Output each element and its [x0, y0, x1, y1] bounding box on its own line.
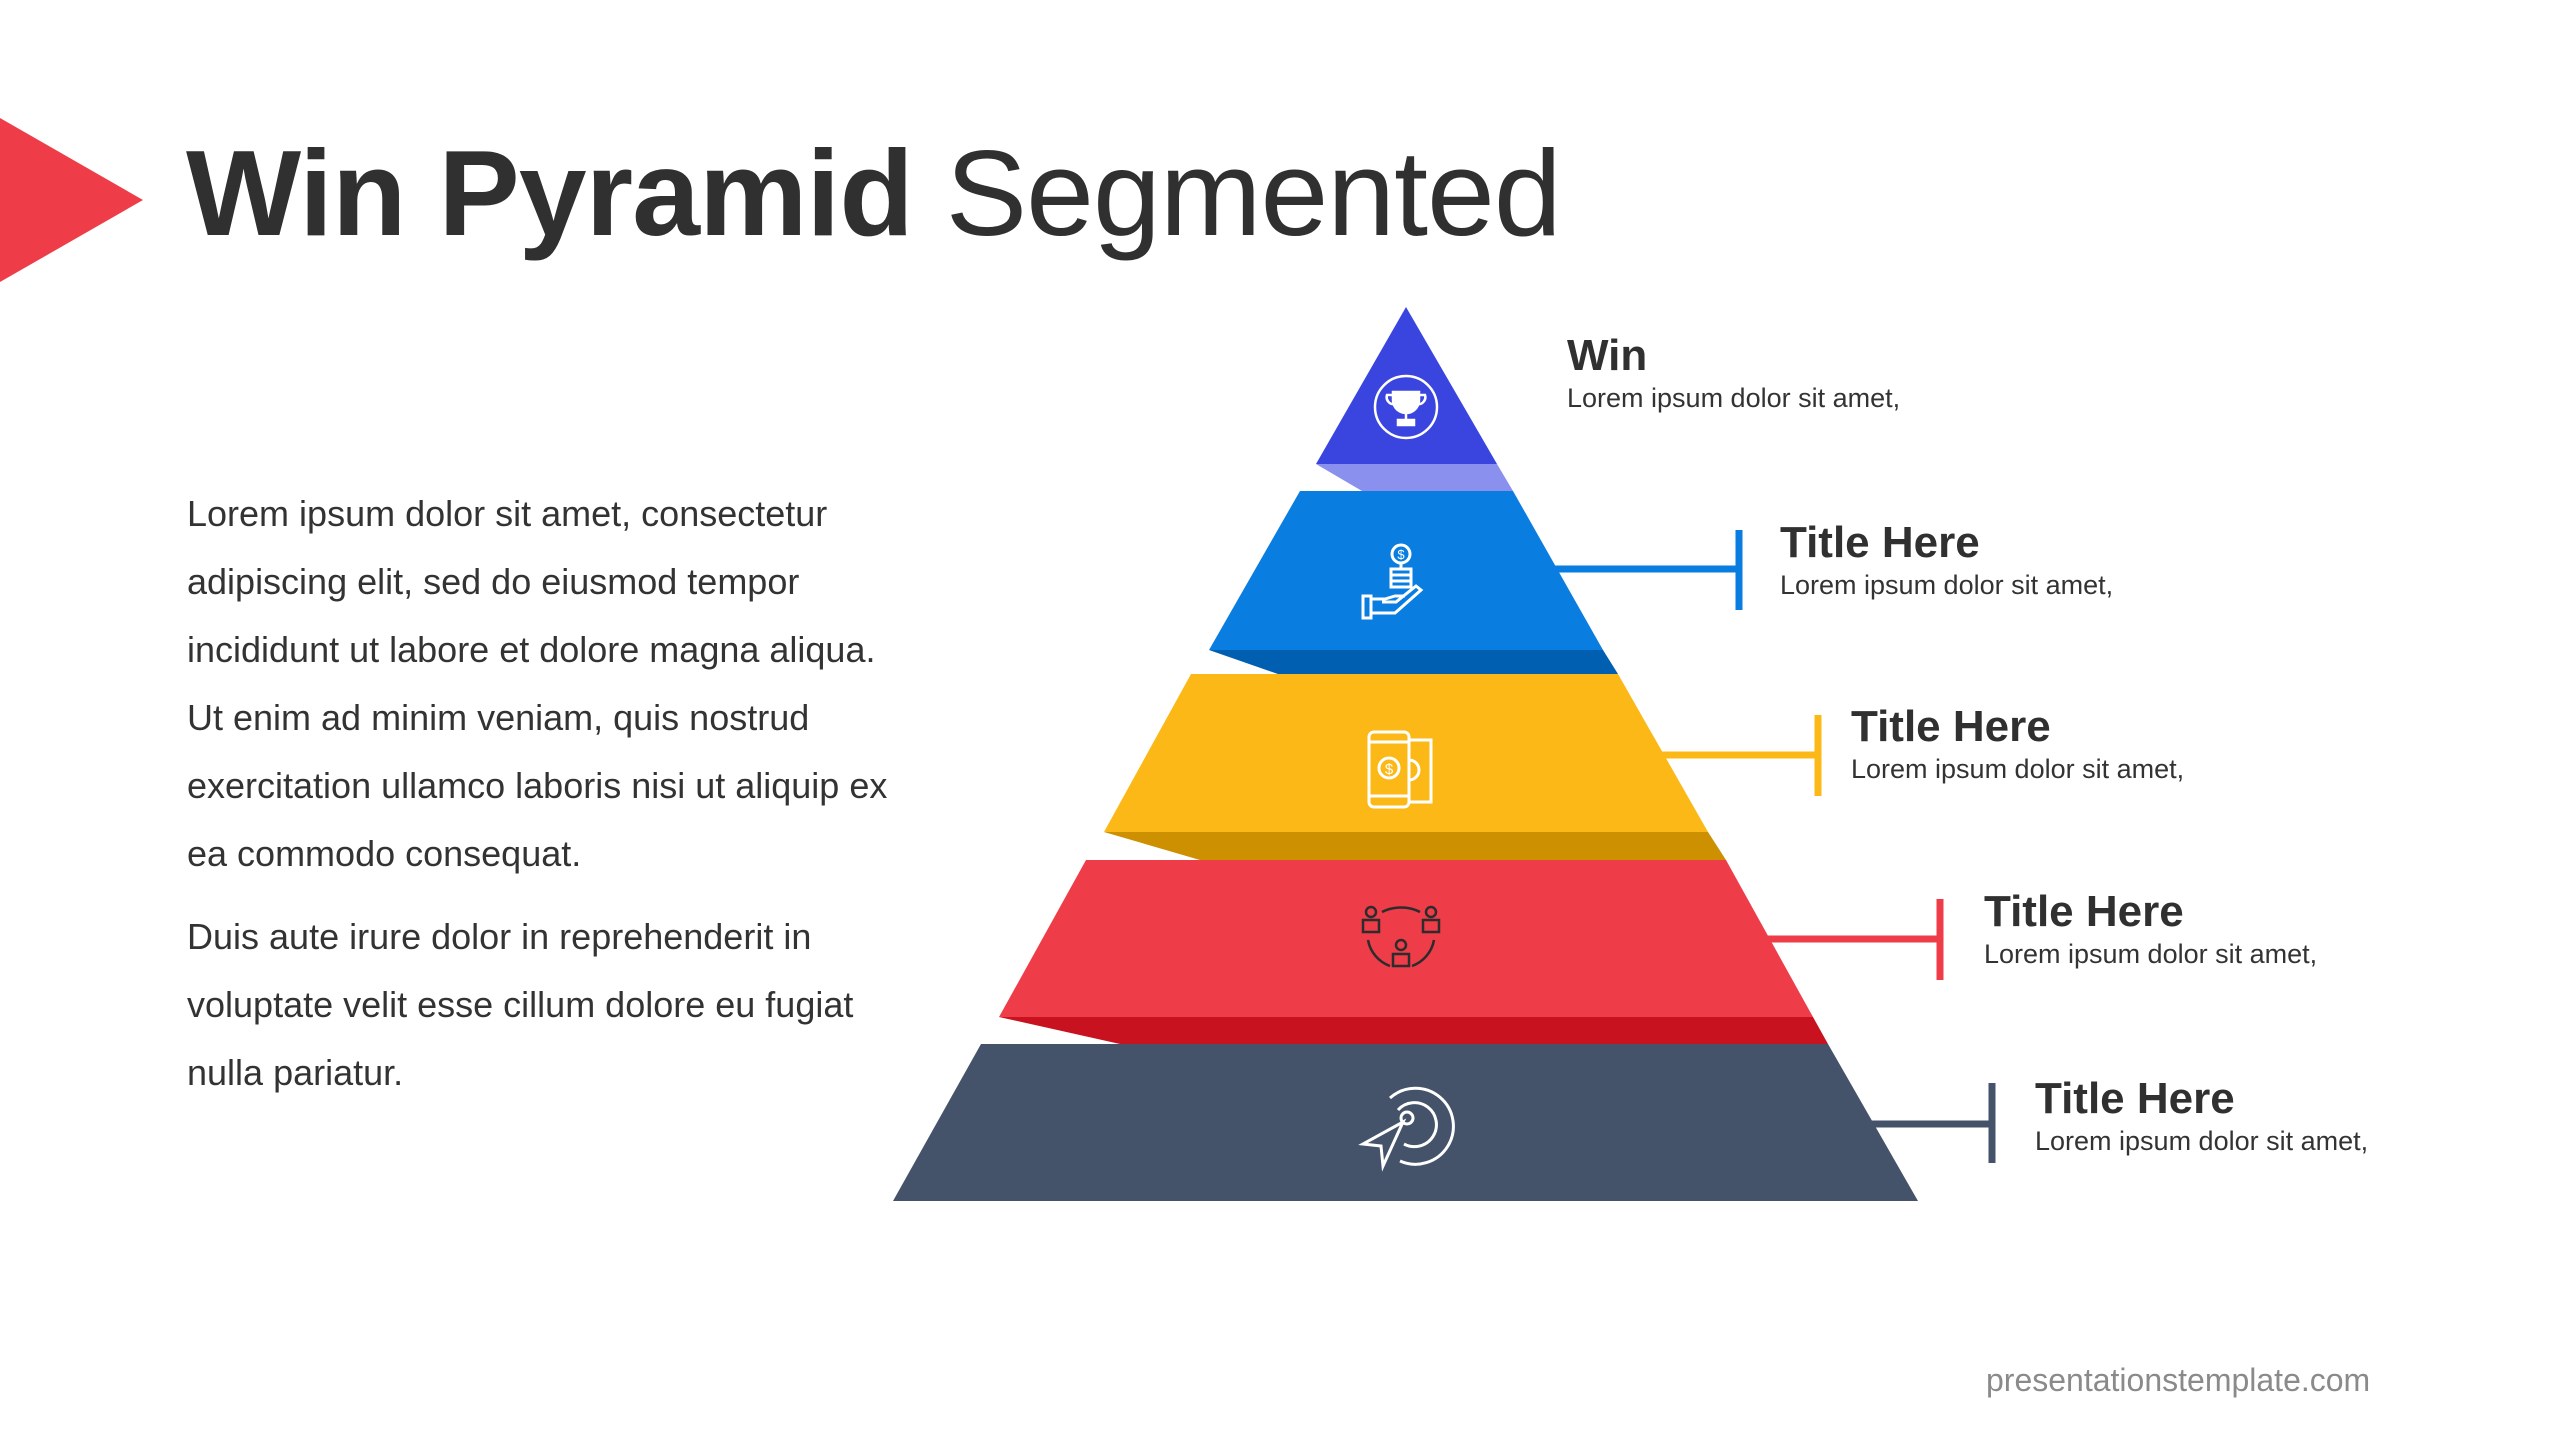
level-label-4: Title Here Lorem ipsum dolor sit amet, — [1984, 887, 2317, 971]
trophy-icon — [1373, 374, 1439, 440]
level-title: Title Here — [1984, 887, 2184, 936]
pyramid-level-4[interactable] — [999, 860, 1813, 1017]
level-desc: Lorem ipsum dolor sit amet, — [1567, 383, 1901, 413]
level-title: Title Here — [2035, 1074, 2235, 1123]
pyramid-level-1[interactable] — [1316, 307, 1497, 464]
team-network-icon — [1361, 905, 1441, 968]
level-label-5: Title Here Lorem ipsum dolor sit amet, — [2035, 1074, 2368, 1158]
shadow-band-4 — [999, 1017, 1828, 1044]
connector-2 — [1551, 530, 1743, 610]
level-title: Win — [1567, 331, 1648, 380]
level-title: Title Here — [1851, 702, 2051, 751]
level-desc: Lorem ipsum dolor sit amet, — [1851, 754, 2185, 784]
svg-text:$: $ — [1385, 761, 1394, 778]
title-bold: Win Pyramid — [186, 125, 914, 261]
body-paragraph-1: Lorem ipsum dolor sit amet, consectetur … — [187, 493, 888, 874]
level-label-2: Title Here Lorem ipsum dolor sit amet, — [1780, 518, 2113, 602]
connector-4 — [1764, 899, 1944, 980]
connector-3 — [1662, 715, 1822, 796]
level-label-1: Win Lorem ipsum dolor sit amet, — [1567, 331, 1900, 415]
footer-watermark: presentationstemplate.com — [1986, 1362, 2371, 1398]
shadow-band-2 — [1209, 650, 1618, 674]
page-title: Win Pyramid Segmented — [186, 118, 1562, 268]
hand-coins-icon: $ — [1361, 543, 1424, 620]
accent-triangle — [0, 118, 143, 282]
connector-5 — [1871, 1083, 1996, 1163]
mobile-payment-icon: $ — [1367, 730, 1433, 809]
svg-text:$: $ — [1397, 547, 1405, 562]
level-label-3: Title Here Lorem ipsum dolor sit amet, — [1851, 702, 2184, 786]
level-desc: Lorem ipsum dolor sit amet, — [1780, 570, 2114, 600]
title-light: Segmented — [945, 125, 1562, 261]
shadow-band-1 — [1316, 464, 1513, 491]
level-desc: Lorem ipsum dolor sit amet, — [1984, 939, 2318, 969]
target-icon — [1358, 1086, 1455, 1172]
body-paragraph-2: Duis aute irure dolor in reprehenderit i… — [187, 916, 854, 1093]
shadow-band-3 — [1104, 832, 1726, 860]
level-desc: Lorem ipsum dolor sit amet, — [2035, 1126, 2369, 1156]
level-title: Title Here — [1780, 518, 1980, 567]
pyramid-level-3[interactable] — [1104, 674, 1708, 832]
